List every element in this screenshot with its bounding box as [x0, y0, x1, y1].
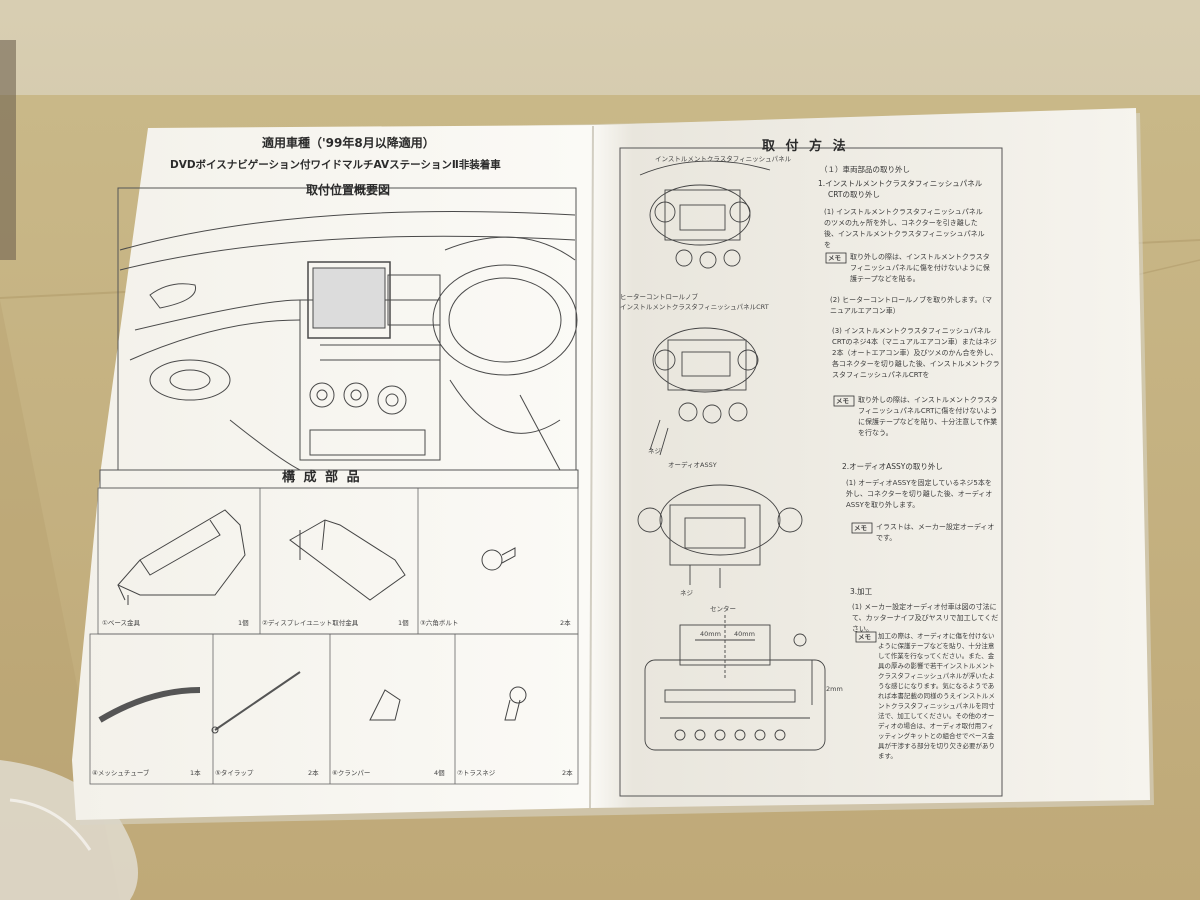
- dashboard-illustration: [119, 211, 578, 471]
- removal-illustrations: [637, 160, 826, 751]
- section1-step1: (1) インストルメントクラスタフィニッシュパネルのツメの九ヶ所を外し、コネクタ…: [824, 208, 985, 249]
- section1-sub1b: CRTの取り外し: [828, 190, 880, 199]
- parts-title: 構 成 部 品: [282, 470, 362, 485]
- section1-memo1: 取り外しの際は、インストルメントクラスタフィニッシュパネルに傷を付けないように保…: [850, 253, 990, 283]
- part-qty-5: 2本: [308, 769, 319, 777]
- part-name-7: ⑦トラスネジ: [457, 769, 496, 777]
- section2-step1: (1) オーディオASSYを固定しているネジ5本を外し、コネクターを切り離した後…: [846, 479, 993, 509]
- section1-heading: （１）車両部品の取り外し: [820, 165, 910, 174]
- section1-step2: (2) ヒーターコントロールノブを取り外します。（マニュアルエアコン車）: [830, 296, 992, 315]
- fig-label-screw-1: ネジ: [648, 447, 661, 455]
- part-name-4: ④メッシュチューブ: [92, 769, 150, 777]
- section1-memo2: 取り外しの際は、インストルメントクラスタフィニッシュパネルCRTに傷を付けないよ…: [858, 396, 998, 437]
- part-qty-2: 1個: [398, 619, 409, 627]
- part-qty-1: 1個: [238, 619, 249, 627]
- fig-label-audio: オーディオASSY: [668, 461, 717, 469]
- memo-label-3: メモ: [854, 524, 867, 532]
- part-name-6: ⑥クランパー: [332, 769, 371, 777]
- fig-label-panel-crt: インストルメントクラスタフィニッシュパネルCRT: [620, 303, 769, 311]
- memo-label-2: メモ: [836, 397, 849, 405]
- memo-label-1: メモ: [828, 254, 841, 262]
- memo-label-4: メモ: [858, 633, 871, 641]
- section3-memo: 加工の際は、オーディオに傷を付けないように保護テープなどを貼り、十分注意して作業…: [878, 632, 995, 760]
- fig-label-center: センター: [710, 605, 736, 613]
- section1-sub1: 1.インストルメントクラスタフィニッシュパネル: [818, 179, 983, 188]
- part-name-2: ②ディスプレイユニット取付金具: [262, 619, 359, 627]
- applicable-model-header: DVDボイスナビゲーション付ワイドマルチAVステーションⅡ非装着車: [170, 159, 501, 171]
- part-qty-4: 1本: [190, 769, 201, 777]
- section1-step3: (3) インストルメントクラスタフィニッシュパネルCRTのネジ4本（マニュアルエ…: [832, 327, 1000, 379]
- fig-label-screw-2: ネジ: [680, 589, 693, 597]
- fig-label-heater: ヒーターコントロールノブ: [620, 293, 698, 301]
- fig-label-panel: インストルメントクラスタフィニッシュパネル: [655, 155, 792, 163]
- dimension-40a: 40mm: [700, 630, 721, 638]
- dimension-40b: 40mm: [734, 630, 755, 638]
- section3-heading: 3.加工: [850, 587, 873, 596]
- applicable-vehicle-header: 適用車種（'99年8月以降適用）: [262, 136, 435, 150]
- part-name-5: ⑤タイラップ: [215, 769, 254, 777]
- section2-heading: 2.オーディオASSYの取り外し: [842, 462, 943, 471]
- part-qty-6: 4個: [434, 769, 445, 777]
- part-qty-3: 2本: [560, 619, 571, 627]
- install-diagram-title: 取付位置概要図: [306, 183, 391, 197]
- section2-memo: イラストは、メーカー設定オーディオです。: [876, 523, 995, 542]
- part-name-3: ③六角ボルト: [420, 619, 459, 627]
- install-method-title: 取 付 方 法: [762, 139, 849, 154]
- part-name-1: ①ベース金具: [102, 619, 141, 627]
- part-qty-7: 2本: [562, 769, 573, 777]
- parts-illustrations: [98, 509, 527, 734]
- section3-step1: (1) メーカー設定オーディオ付車は図の寸法にて、カッターナイフ及びヤスリで加工…: [852, 603, 999, 633]
- dimension-2: 2mm: [826, 685, 843, 693]
